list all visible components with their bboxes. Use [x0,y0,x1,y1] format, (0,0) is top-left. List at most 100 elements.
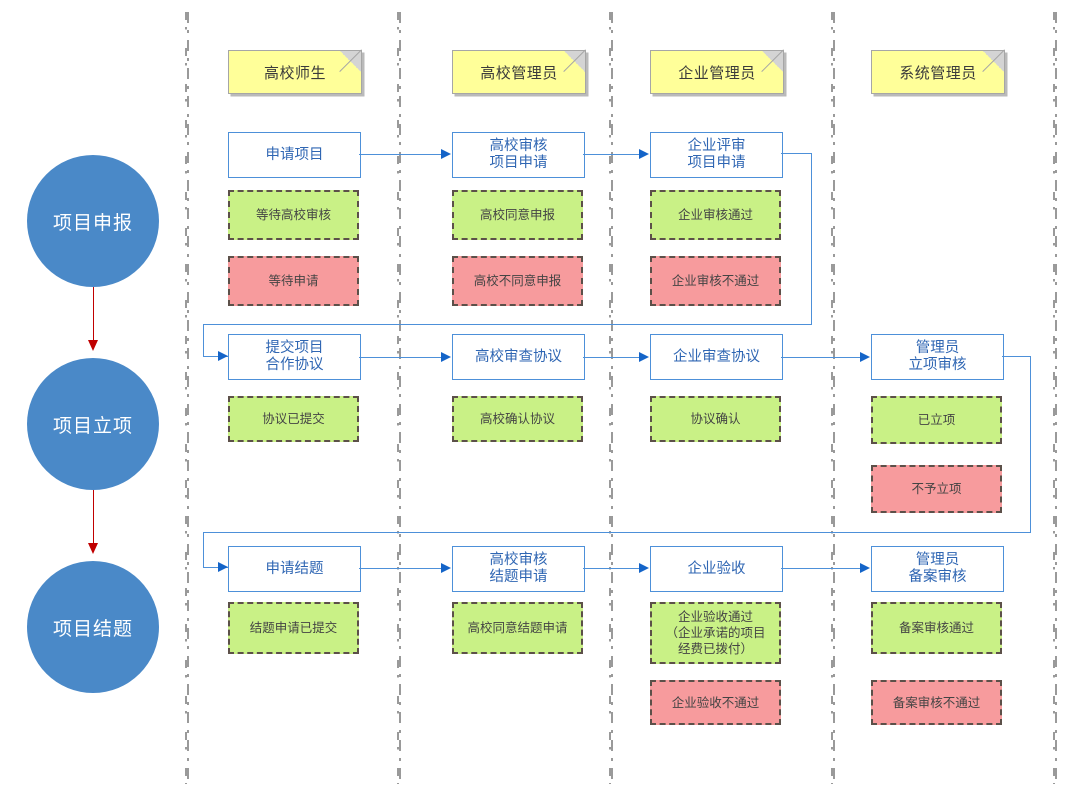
state-label: 企业验收不通过 [671,695,760,710]
state-label: 结题申请已提交 [249,621,338,635]
connector-r3-2 [583,568,640,569]
connector-r1-1 [359,154,442,155]
state-label: 不予立项 [911,482,962,496]
state-univ-agree-apply[interactable]: 高校同意申报 [452,190,583,240]
step-label: 高校审核结题申请 [489,552,548,585]
page-fold-icon [983,50,1005,72]
step-apply-closing[interactable]: 申请结题 [228,546,361,592]
lane-divider-2 [397,12,401,784]
loop-r1r2-right [811,153,812,325]
step-label: 高校审核项目申请 [489,138,548,171]
state-label: 协议已提交 [262,412,325,426]
page-fold-icon [340,50,362,72]
step-label: 申请项目 [265,146,324,163]
phase-circle-closing[interactable]: 项目结题 [27,561,159,693]
state-wait-application[interactable]: 等待申请 [228,256,359,306]
loop-r1r2-bottom [203,324,812,325]
state-label: 备案审核通过 [898,621,974,635]
state-univ-confirm-agreement[interactable]: 高校确认协议 [452,396,583,442]
lane-divider-1 [185,12,189,784]
state-univ-agree-closing[interactable]: 高校同意结题申请 [452,602,583,654]
state-agreement-submitted[interactable]: 协议已提交 [228,396,359,442]
state-label: 高校同意结题申请 [467,621,568,635]
state-univ-reject-apply[interactable]: 高校不同意申报 [452,256,583,306]
state-label: 企业审核不通过 [671,274,760,288]
lane-header-sys-admin[interactable]: 系统管理员 [871,50,1005,94]
connector-arrow-icon [218,561,228,572]
step-ent-check-agreement[interactable]: 企业审查协议 [650,334,783,380]
step-label: 管理员立项审核 [908,340,967,373]
connector-arrow-icon [441,148,451,159]
phase-arrow-1-icon [87,340,98,351]
state-closing-submitted[interactable]: 结题申请已提交 [228,602,359,654]
state-record-fail[interactable]: 备案审核不通过 [871,680,1002,725]
loop-r2r3-left [203,532,204,568]
step-apply-project[interactable]: 申请项目 [228,132,361,178]
connector-r2-3 [781,357,861,358]
state-ent-acceptance-pass[interactable]: 企业验收通过（企业承诺的项目经费已拨付） [650,602,781,664]
lane-header-teacher[interactable]: 高校师生 [228,50,362,94]
connector-arrow-icon [441,351,451,362]
connector-arrow-icon [218,350,228,361]
lane-header-label: 企业管理员 [678,64,756,82]
connector-arrow-icon [639,148,649,159]
state-ent-review-fail[interactable]: 企业审核不通过 [650,256,781,306]
connector-arrow-icon [639,351,649,362]
state-label: 高校不同意申报 [473,274,562,288]
state-label: 协议确认 [690,412,741,426]
phase-label: 项目申报 [52,212,133,234]
phase-arrow-2-icon [87,543,98,554]
lane-header-univ-admin[interactable]: 高校管理员 [452,50,586,94]
page-fold-icon [762,50,784,72]
state-label: 企业审核通过 [677,208,753,222]
state-approved[interactable]: 已立项 [871,396,1002,444]
step-univ-check-agreement[interactable]: 高校审查协议 [452,334,585,380]
lane-header-label: 高校管理员 [480,64,558,82]
state-label: 高校同意申报 [479,208,555,222]
step-label: 企业验收 [687,560,746,577]
step-ent-review-apply[interactable]: 企业评审项目申请 [650,132,783,178]
step-submit-agreement[interactable]: 提交项目合作协议 [228,334,361,380]
phase-label: 项目结题 [52,618,133,640]
state-record-pass[interactable]: 备案审核通过 [871,602,1002,654]
lane-header-label: 系统管理员 [899,64,977,82]
state-agreement-confirmed[interactable]: 协议确认 [650,396,781,442]
step-univ-review-apply[interactable]: 高校审核项目申请 [452,132,585,178]
connector-arrow-icon [860,562,870,573]
connector-r3-3 [781,568,861,569]
state-label: 等待申请 [268,274,319,288]
state-label: 等待高校审核 [255,208,331,222]
connector-arrow-icon [860,351,870,362]
step-ent-acceptance[interactable]: 企业验收 [650,546,783,592]
connector-r2-2 [583,357,640,358]
loop-r2r3-right [1030,356,1031,533]
lane-header-ent-admin[interactable]: 企业管理员 [650,50,784,94]
page-fold-icon [564,50,586,72]
step-admin-approval[interactable]: 管理员立项审核 [871,334,1004,380]
state-ent-acceptance-fail[interactable]: 企业验收不通过 [650,680,781,725]
step-label: 高校审查协议 [475,348,562,365]
state-wait-univ-review[interactable]: 等待高校审核 [228,190,359,240]
phase-circle-approval[interactable]: 项目立项 [27,358,159,490]
phase-connector-2 [93,490,94,552]
loop-r1r2-top [781,153,812,154]
state-label: 高校确认协议 [479,412,555,426]
step-admin-record[interactable]: 管理员备案审核 [871,546,1004,592]
lane-header-label: 高校师生 [263,64,326,82]
step-univ-review-closing[interactable]: 高校审核结题申请 [452,546,585,592]
loop-r2r3-top [1002,356,1031,357]
loop-r2r3-enter [203,567,229,568]
state-ent-review-pass[interactable]: 企业审核通过 [650,190,781,240]
state-label: 已立项 [917,413,956,427]
loop-r2r3-bottom [203,532,1031,533]
state-not-approved[interactable]: 不予立项 [871,465,1002,513]
connector-arrow-icon [639,562,649,573]
loop-r1r2-left [203,324,204,357]
phase-connector-1 [93,287,94,349]
connector-r1-2 [583,154,640,155]
state-label: 企业验收通过（企业承诺的项目经费已拨付） [665,610,766,656]
step-label: 企业评审项目申请 [687,138,746,171]
phase-circle-apply[interactable]: 项目申报 [27,155,159,287]
lane-divider-5 [1053,12,1057,784]
